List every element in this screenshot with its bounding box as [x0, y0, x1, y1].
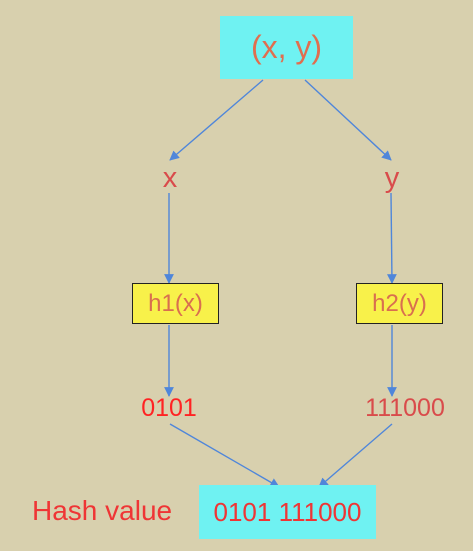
arrow-left-bits-to-hash: [169, 423, 280, 488]
right-bits-node: 111000: [365, 394, 445, 422]
root-node-label: (x, y): [250, 29, 323, 65]
left-input-node: x: [162, 162, 178, 194]
arrow-root-to-x: [169, 79, 264, 161]
right-hash-function-node: h2(y): [356, 283, 443, 324]
left-bits-node: 0101: [141, 394, 197, 422]
arrow-root-to-y: [304, 79, 392, 161]
left-hash-function-node: h1(x): [132, 283, 219, 324]
right-input-node: y: [384, 162, 400, 194]
arrow-y-to-h2: [387, 192, 397, 284]
right-hash-function-label: h2(y): [372, 289, 427, 317]
root-node: (x, y): [220, 16, 353, 79]
left-hash-function-label: h1(x): [148, 289, 203, 317]
arrow-right-bits-to-hash: [318, 423, 393, 488]
hash-value-label: Hash value: [32, 495, 173, 526]
hash-value-box: 0101 111000: [199, 485, 376, 539]
hash-value-text: 0101 111000: [213, 496, 362, 527]
